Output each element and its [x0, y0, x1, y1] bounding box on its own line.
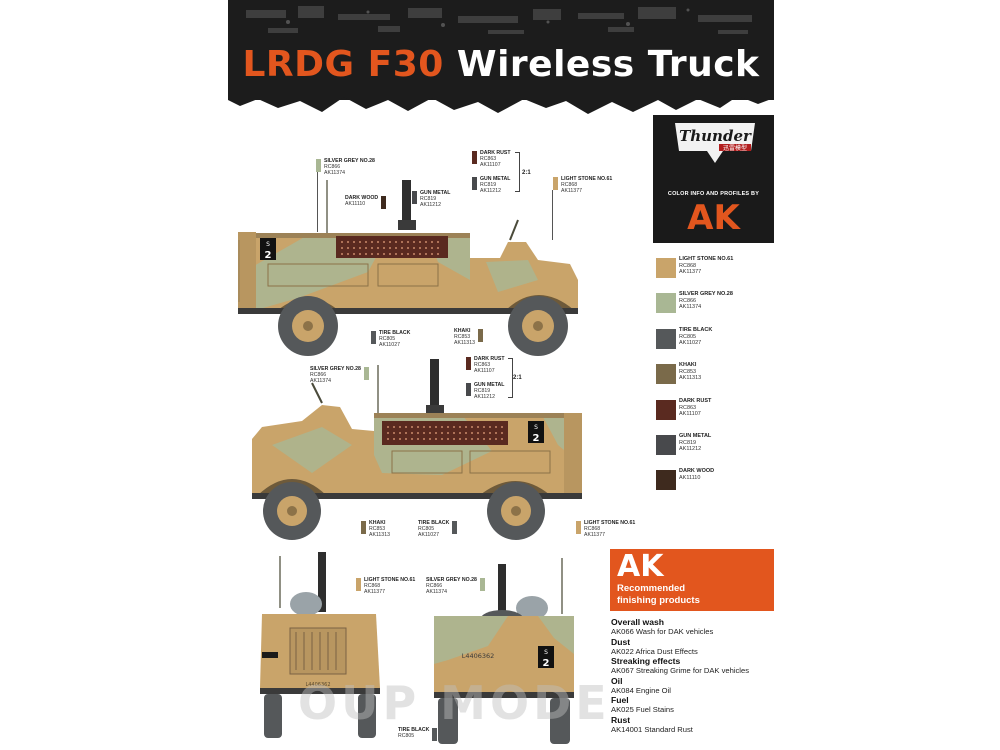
color-chip	[472, 151, 477, 164]
recommended-label: Recommended	[617, 583, 686, 594]
finish-category: Fuel	[611, 695, 629, 705]
title-accent: LRDG F30	[242, 44, 444, 85]
color-chip	[466, 357, 471, 370]
ak-logo: AK	[617, 549, 664, 584]
painting-guide-sheet: LRDG F30 Wireless Truck Thunder 迅雷模型 COL…	[228, 0, 774, 750]
leader-line	[552, 190, 553, 240]
finishing-products-list: Overall wash AK066 Wash for DAK vehicles…	[611, 617, 774, 734]
truck-profile-right-side: S 2	[252, 359, 582, 540]
finish-product: AK067 Streaking Grime for DAK vehicles	[611, 666, 750, 675]
truck-rear-view: S 2 L4406362	[434, 558, 574, 744]
mix-ratio: 2:1	[522, 170, 531, 176]
title-main: Wireless Truck	[456, 44, 760, 85]
tac-sign-number: 2	[543, 658, 550, 669]
color-chip	[363, 367, 369, 380]
tac-sign-number: 2	[533, 433, 540, 444]
color-chip	[316, 159, 321, 172]
tac-sign-letter: S	[544, 649, 548, 656]
color-chip	[412, 191, 417, 204]
watermark: OUP MODE	[298, 676, 611, 730]
callout-dark-wood: DARK WOOD AK11110	[345, 195, 387, 209]
tac-sign-letter: S	[534, 424, 538, 431]
color-chip	[361, 521, 366, 534]
front-registration: L4406362	[305, 682, 330, 688]
finish-category: Rust	[611, 714, 631, 725]
color-swatch	[656, 329, 676, 349]
color-swatch	[656, 435, 676, 455]
color-chip	[472, 177, 477, 190]
finish-category: Dust	[611, 636, 631, 647]
color-swatch	[656, 364, 676, 384]
color-chip	[371, 331, 376, 344]
color-chip	[432, 728, 438, 741]
color-swatch	[656, 293, 676, 313]
tac-sign-letter: S	[266, 241, 270, 248]
ak-recommended-banner: AK Recommended finishing products	[610, 549, 774, 611]
rear-registration: L4406362	[462, 652, 495, 660]
finish-product: AK084 Engine Oil	[611, 685, 671, 695]
color-chip	[479, 578, 485, 591]
finishing-products-label: finishing products	[617, 595, 700, 606]
brand-caption: COLOR INFO AND PROFILES BY	[667, 191, 760, 197]
finish-product: AK066 Wash for DAK vehicles	[611, 627, 714, 636]
color-chip	[466, 383, 471, 396]
truck-profile-left-side: S 2	[238, 180, 578, 356]
mix-bracket	[508, 358, 513, 398]
truck-front-view: L4406362	[260, 552, 380, 738]
color-chip	[576, 521, 581, 534]
brand-panel: Thunder 迅雷模型 COLOR INFO AND PROFILES BY …	[653, 115, 774, 243]
finish-category: Overall wash	[611, 617, 665, 627]
callout-tire-black: TIRE BLACK RC805	[398, 727, 438, 741]
color-chip	[356, 578, 361, 591]
finish-product: AK14001 Standard Rust	[611, 724, 693, 734]
tac-sign-number: 2	[265, 250, 272, 261]
color-chip	[452, 521, 458, 534]
thunder-logo-text: Thunder	[679, 127, 752, 145]
leader-line	[317, 170, 318, 232]
color-swatch	[656, 470, 676, 490]
color-swatch	[656, 258, 676, 278]
finish-product: AK022 Africa Dust Effects	[611, 646, 698, 656]
header-grunge-texture	[228, 0, 774, 114]
thunder-model-logo: Thunder 迅雷模型	[675, 123, 755, 163]
thunder-logo-subtext: 迅雷模型	[723, 144, 747, 152]
mix-ratio: 2:1	[513, 375, 522, 381]
finish-product: AK025 Fuel Stains	[611, 705, 674, 714]
finish-category: Streaking effects	[611, 656, 681, 666]
page-title: LRDG F30 Wireless Truck	[228, 44, 774, 85]
color-chip	[477, 329, 483, 342]
ak-logo: AK	[687, 198, 740, 238]
color-chip	[553, 177, 558, 190]
color-chip	[381, 196, 387, 209]
finish-category: Oil	[611, 675, 623, 686]
mix-bracket	[515, 152, 520, 192]
color-swatch	[656, 400, 676, 420]
